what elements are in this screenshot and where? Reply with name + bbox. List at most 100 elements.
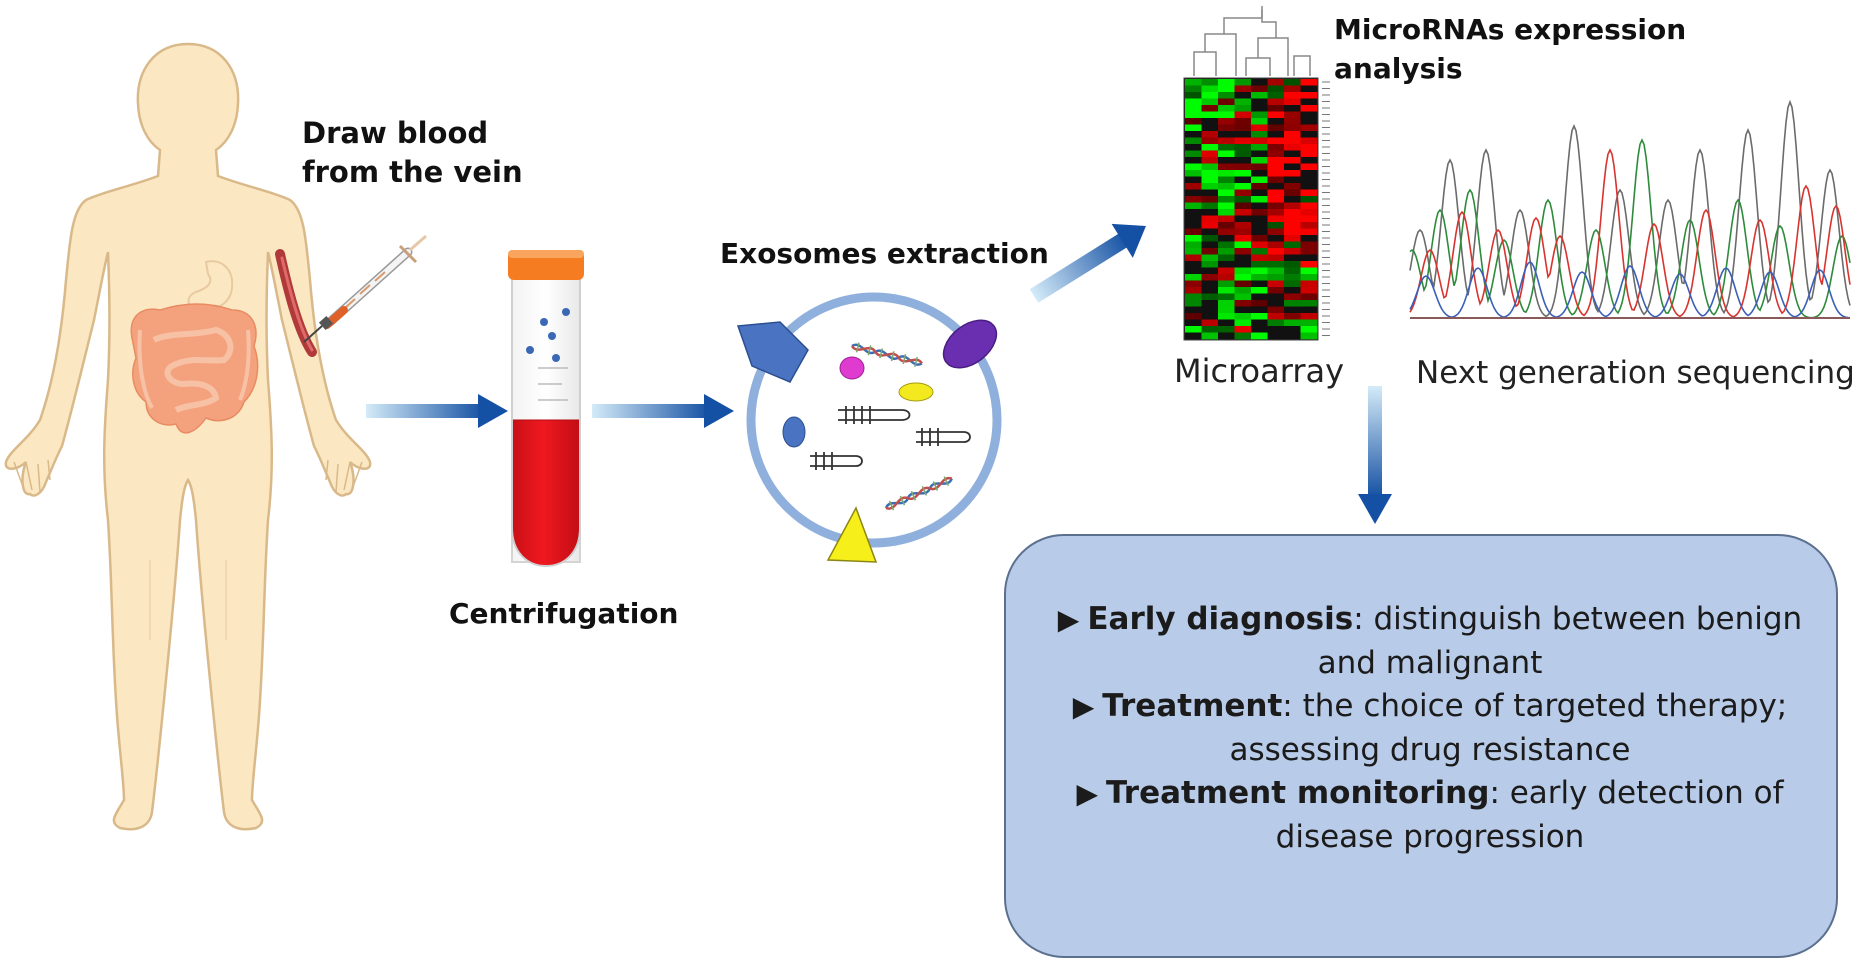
exosomes-extraction-label: Exosomes extraction (720, 237, 1049, 270)
heatmap-cell (1234, 111, 1252, 119)
heatmap-cell (1267, 235, 1285, 242)
heatmap-cell (1185, 118, 1202, 125)
heatmap-cell (1300, 144, 1318, 151)
heatmap-cell (1185, 137, 1202, 145)
heatmap-cell (1267, 98, 1285, 106)
heatmap-cell (1300, 118, 1318, 125)
intestines (130, 303, 259, 434)
heatmap-cell (1251, 105, 1268, 112)
heatmap-cells (1185, 79, 1318, 340)
heatmap-cell (1251, 183, 1268, 190)
heatmap-cell (1300, 131, 1318, 138)
dna-helix-top (850, 342, 923, 367)
heatmap-cell (1218, 105, 1235, 112)
heatmap-cell (1234, 118, 1252, 125)
heatmap-cell (1251, 209, 1268, 216)
heatmap-cell (1251, 241, 1268, 249)
heatmap-cell (1251, 274, 1268, 281)
body-silhouette (4, 42, 372, 831)
protein-yellow-oval (898, 382, 934, 402)
heatmap-cell (1251, 215, 1268, 223)
outcome-text-cont: and malignant (1317, 644, 1543, 681)
heatmap-cell (1218, 287, 1235, 294)
heatmap-cell (1284, 118, 1301, 125)
heatmap-cell (1284, 222, 1301, 229)
heatmap-cell (1284, 280, 1301, 288)
heatmap-cell (1218, 144, 1235, 151)
microarray-heatmap (1183, 6, 1330, 341)
heatmap-cell (1185, 280, 1202, 288)
heatmap-cell (1300, 274, 1318, 281)
heatmap-cell (1251, 254, 1268, 262)
heatmap-cell (1218, 202, 1235, 210)
heatmap-cell (1267, 209, 1285, 216)
heatmap-cell (1300, 332, 1318, 340)
heatmap-cell (1201, 261, 1219, 268)
heatmap-cell (1251, 306, 1268, 314)
heatmap-cell (1185, 144, 1202, 151)
heatmap-cell (1267, 157, 1285, 164)
heatmap-cell (1284, 319, 1301, 327)
heatmap-cell (1234, 144, 1252, 151)
draw-blood-line1: Draw blood (302, 116, 489, 150)
heatmap-cell (1300, 92, 1318, 99)
heatmap-cell (1234, 137, 1252, 145)
heatmap-cell (1218, 79, 1235, 86)
heatmap-cell (1300, 163, 1318, 171)
heatmap-cell (1251, 293, 1268, 301)
heatmap-cell (1267, 228, 1285, 236)
triangle-bullet-icon: ▶ (1076, 777, 1099, 810)
heatmap-cell (1201, 118, 1219, 125)
mirna-hairpin-2 (916, 428, 971, 446)
outcome-text: : the choice of targeted therapy; (1282, 688, 1788, 724)
heatmap-cell (1300, 261, 1318, 268)
heatmap-cell (1218, 300, 1235, 307)
heatmap-cell (1201, 202, 1219, 210)
heatmap-cell (1185, 319, 1202, 327)
mirna-hairpin-3 (810, 452, 863, 470)
heatmap-cell (1185, 163, 1202, 171)
heatmap-cell (1300, 254, 1318, 262)
heatmap-cell (1185, 150, 1202, 158)
heatmap-cell (1284, 287, 1301, 294)
heatmap-cell (1185, 254, 1202, 262)
heatmap-cell (1218, 228, 1235, 236)
heatmap-cell (1201, 105, 1219, 112)
heatmap-cell (1284, 306, 1301, 314)
triangle-bullet-icon: ▶ (1072, 690, 1095, 723)
clinical-applications-box (1004, 534, 1838, 958)
outcome-text: : early detection of (1489, 775, 1784, 811)
heatmap-cell (1201, 280, 1219, 288)
heatmap-cell (1234, 280, 1252, 288)
heatmap-cell (1201, 267, 1219, 275)
heatmap-cell (1234, 235, 1252, 242)
heatmap-cell (1251, 319, 1268, 327)
draw-blood-label: Draw blood from the vein (302, 114, 523, 192)
heatmap-row-labels (1322, 81, 1330, 336)
heatmap-cell (1201, 170, 1219, 177)
protein-purple-oval (942, 319, 998, 369)
heatmap-cell (1201, 228, 1219, 236)
heatmap-cell (1284, 170, 1301, 177)
heatmap-cell (1300, 137, 1318, 145)
heatmap-cell (1218, 267, 1235, 275)
heatmap-cell (1300, 150, 1318, 158)
heatmap-cell (1185, 189, 1202, 197)
heatmap-cell (1300, 300, 1318, 307)
heatmap-cell (1185, 202, 1202, 210)
heatmap-cell (1185, 183, 1202, 190)
protein-magenta (839, 356, 865, 380)
heatmap-cell (1251, 157, 1268, 164)
protein-blue-oval (782, 416, 806, 448)
heatmap-cell (1201, 241, 1219, 249)
heatmap-cell (1185, 261, 1202, 268)
heatmap-cell (1251, 131, 1268, 138)
outcome-treatment: ▶Treatment: the choice of targeted thera… (1040, 685, 1820, 772)
heatmap-cell (1251, 248, 1268, 255)
heatmap-cell (1300, 267, 1318, 275)
heatmap-cell (1300, 293, 1318, 301)
heatmap-cell (1284, 79, 1301, 86)
heatmap-cell (1251, 98, 1268, 106)
mirna-line1: MicroRNAs expression (1334, 13, 1687, 46)
heatmap-cell (1234, 248, 1252, 255)
